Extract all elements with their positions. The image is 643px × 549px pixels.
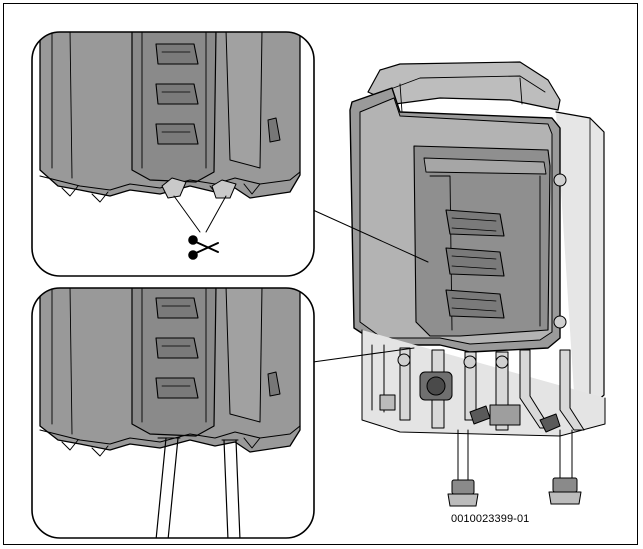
handle-grips-main [445,209,505,319]
boiler-unit [349,61,606,507]
pipe-section [361,329,606,507]
figure-code: 0010023399-01 [451,513,530,525]
scissors-icon [188,235,219,260]
detail-panel-top [31,31,315,277]
callout-line-bottom [312,347,415,363]
callout-line-top [312,209,429,263]
detail-panel-bottom [31,287,315,539]
